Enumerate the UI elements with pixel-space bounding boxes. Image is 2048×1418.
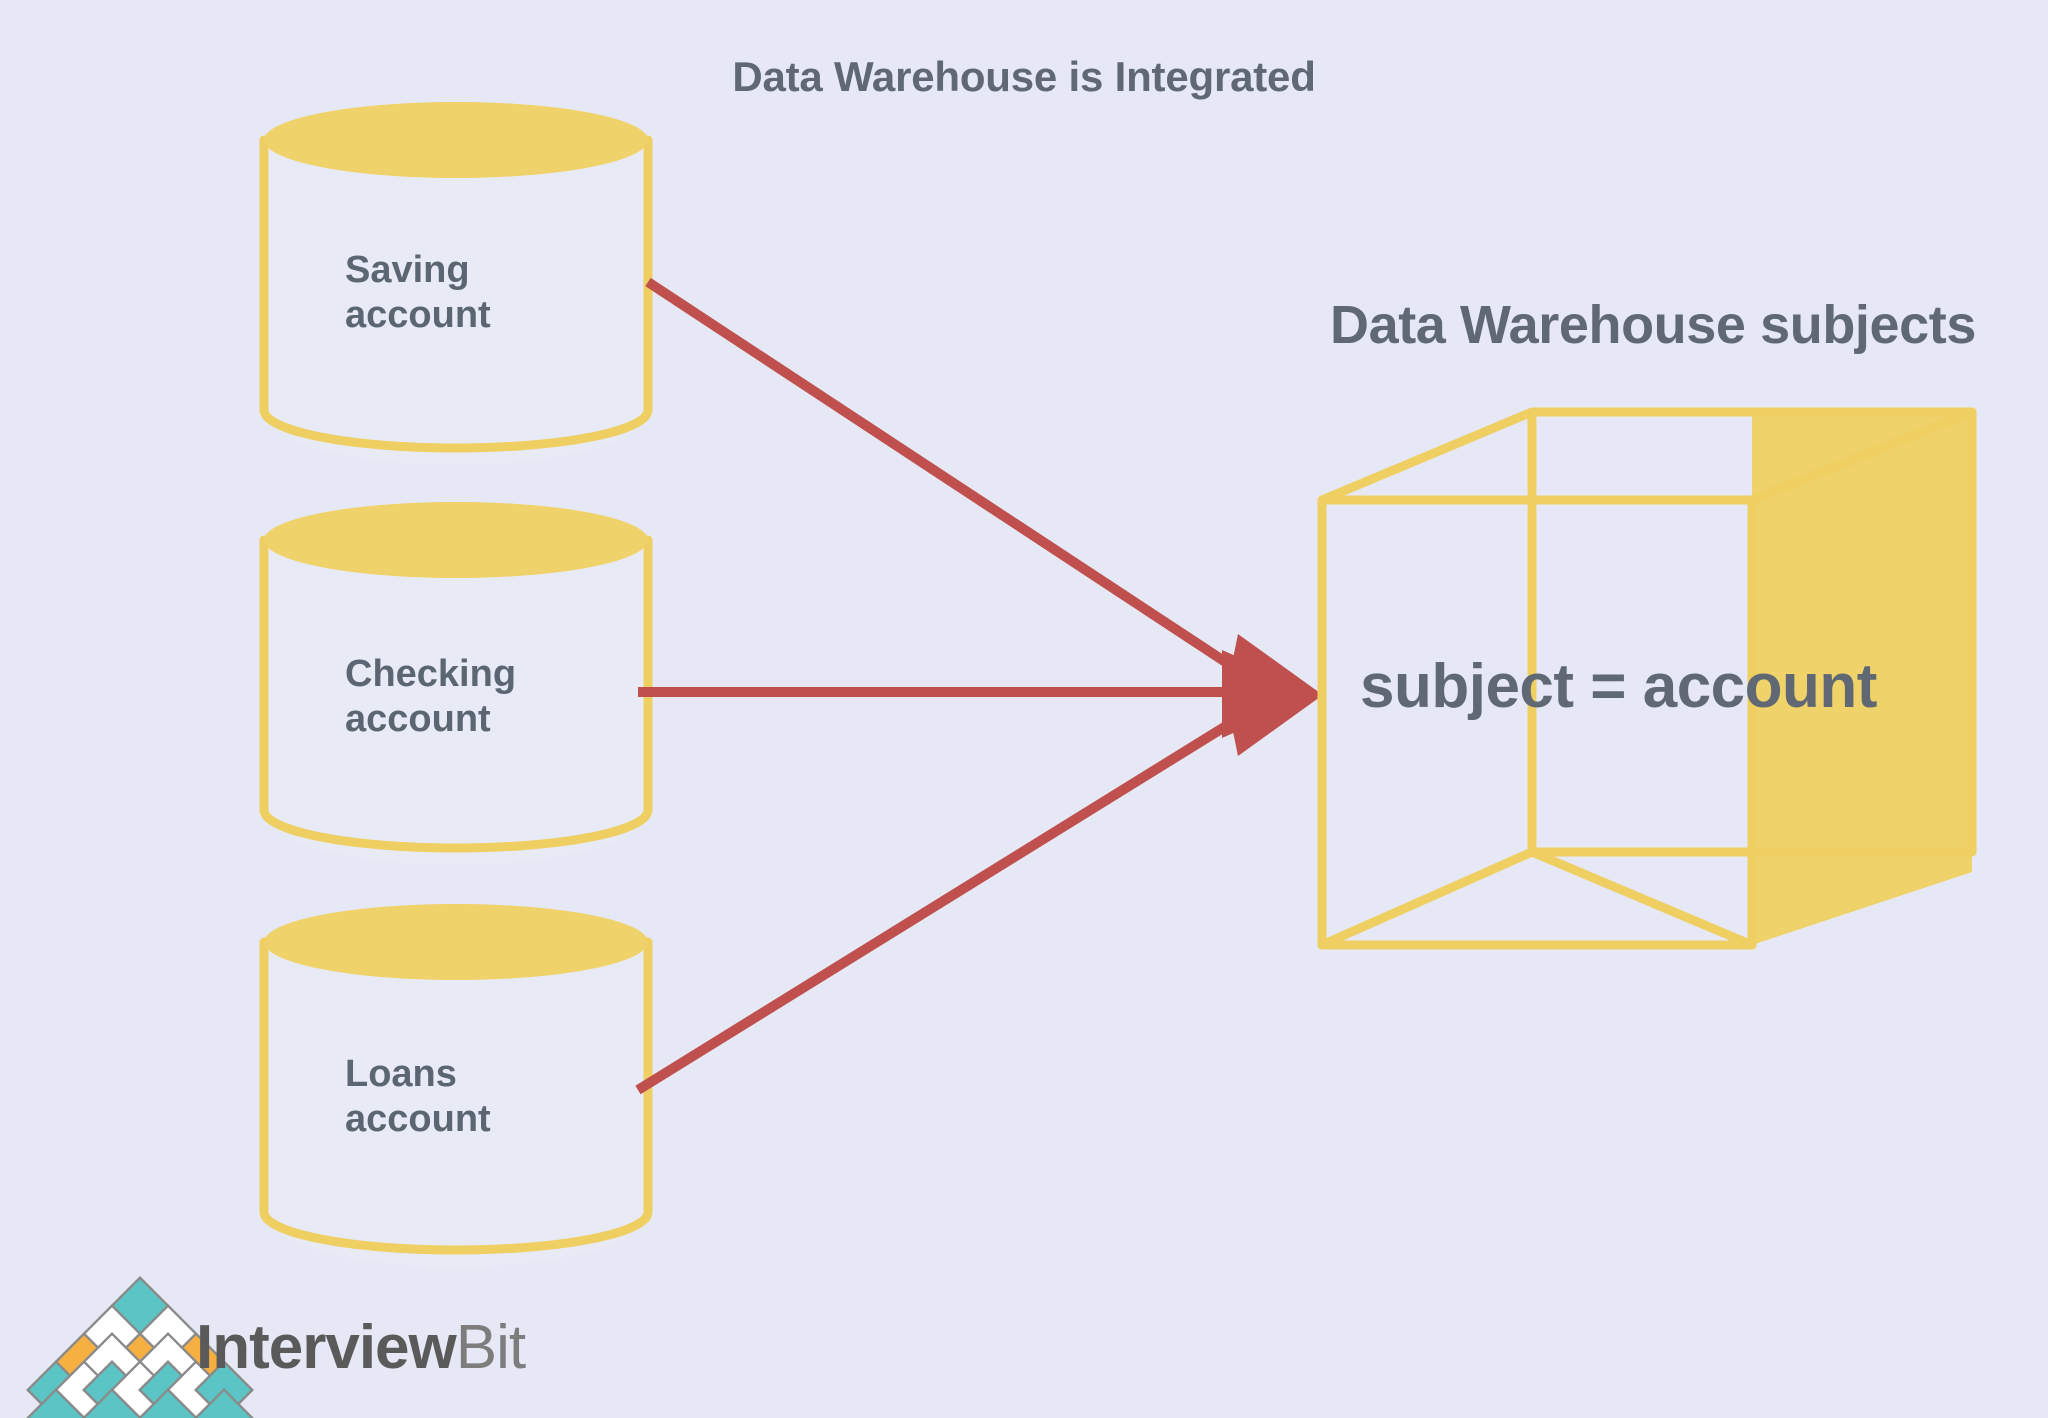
warehouse-heading: Data Warehouse subjects [1330,295,1976,355]
cylinder-checking-label-line1: Checking [345,653,517,695]
cylinder-checking-bottom-arc [259,805,653,853]
cube-right-top-diagonal [1747,407,1977,505]
connector-saving-to-cube [645,277,1271,695]
cylinder-loans [259,904,653,1267]
cylinder-checking-body [264,540,648,865]
logo-word-bit: Bit [455,1313,526,1382]
cylinder-checking-top-ellipse [264,502,648,578]
interviewbit-wordmark: InterviewBit [196,1312,526,1383]
page-title: Data Warehouse is Integrated [732,53,1316,100]
cylinder-saving [259,102,653,465]
cylinder-saving-body [264,140,648,465]
cylinder-loans-bottom-arc [259,1207,653,1255]
cylinder-checking-label-line2: account [345,697,491,740]
cylinder-saving-label-line2: account [345,293,491,336]
interviewbit-logo-mark [26,1276,254,1418]
cylinder-loans-body [264,942,648,1267]
logo-word-interview: Interview [196,1313,457,1382]
connector-lines [635,277,1271,1095]
cylinder-checking [259,502,653,865]
arrowhead-loans [1222,678,1320,756]
arrowheads [1222,634,1322,756]
cube-right-face [1752,412,1972,945]
connector-loans-to-cube [635,695,1271,1095]
cylinder-loans-top-ellipse [264,904,648,980]
cylinder-loans-label-line1: Loans [345,1053,457,1095]
cube-inner-diagonal [1527,847,1757,950]
cylinder-loans-label-line2: account [345,1097,491,1140]
cylinder-saving-top-ellipse [264,102,648,178]
data-warehouse-cube [1317,407,1977,950]
cylinder-saving-label-line1: Saving [345,249,470,291]
cube-subject-label: subject = account [1360,652,1877,721]
cylinder-saving-bottom-arc [259,405,653,453]
